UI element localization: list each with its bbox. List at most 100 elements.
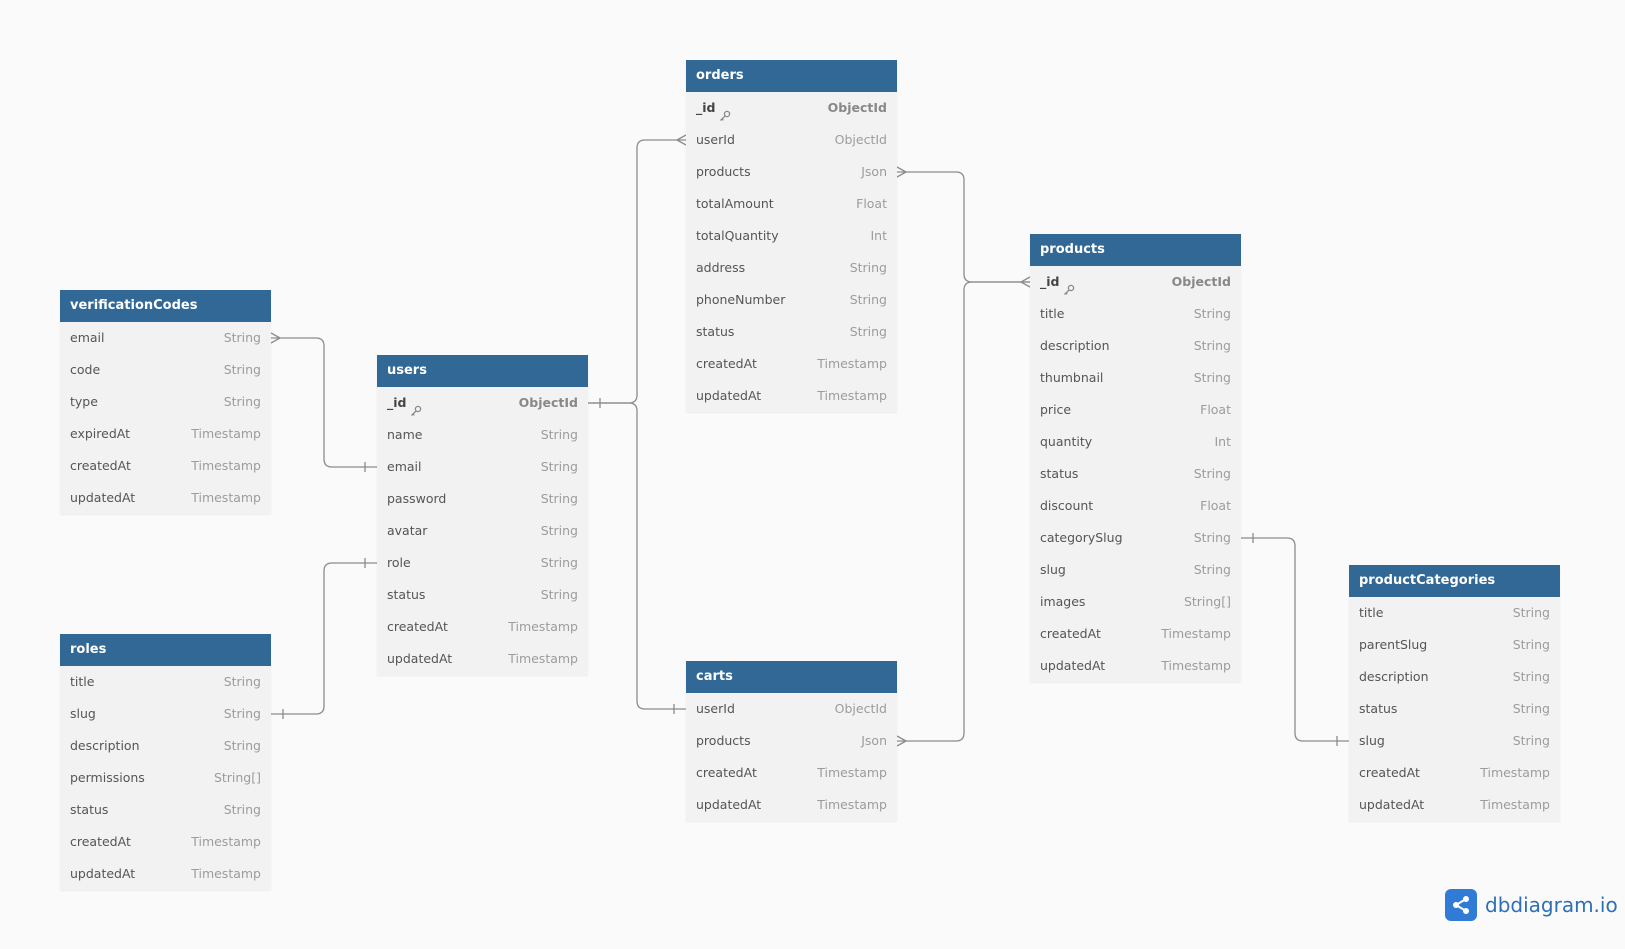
relationship-verification-users[interactable] <box>271 337 377 468</box>
field-name-wrap: updatedAt <box>70 482 135 514</box>
table-header[interactable]: productCategories <box>1349 565 1560 597</box>
relationship-users-carts[interactable] <box>588 402 686 710</box>
relationship-orders-products[interactable] <box>897 171 1030 283</box>
table-header[interactable]: products <box>1030 234 1241 266</box>
field-name-wrap: email <box>70 322 104 354</box>
field-type: Timestamp <box>191 426 261 441</box>
table-header[interactable]: carts <box>686 661 897 693</box>
field-name-wrap: role <box>387 547 411 579</box>
table-header[interactable]: roles <box>60 634 271 666</box>
table-header[interactable]: verificationCodes <box>60 290 271 322</box>
field-type: Timestamp <box>817 388 887 403</box>
many-marker[interactable] <box>896 166 907 178</box>
relationship-users-orders[interactable] <box>588 139 686 404</box>
field-row[interactable]: name String <box>377 419 588 451</box>
field-name: updatedAt <box>1040 658 1106 673</box>
field-name: updatedAt <box>387 651 453 666</box>
field-name-wrap: description <box>1040 330 1110 362</box>
field-type: String <box>1512 669 1550 684</box>
field-name-wrap: name <box>387 419 422 451</box>
many-marker[interactable] <box>270 332 281 344</box>
dbdiagram-brand[interactable]: dbdiagram.io <box>1445 889 1618 921</box>
many-marker[interactable] <box>1020 276 1031 288</box>
field-type: ObjectId <box>827 100 887 115</box>
relationship-products-categories[interactable] <box>1241 537 1349 742</box>
relationship-roles-users[interactable] <box>271 562 377 715</box>
many-marker[interactable] <box>896 735 907 747</box>
table-header[interactable]: orders <box>686 60 897 92</box>
field-name-wrap: code <box>70 354 100 386</box>
field-name: createdAt <box>70 834 131 849</box>
relationship-carts-products[interactable] <box>897 281 1030 742</box>
many-marker[interactable] <box>676 134 687 146</box>
field-type: String <box>540 427 578 442</box>
field-name-wrap: updatedAt <box>696 789 761 821</box>
field-row[interactable]: updatedAt Timestamp <box>1030 650 1241 682</box>
field-type: Timestamp <box>1161 658 1231 673</box>
table-header[interactable]: users <box>377 355 588 387</box>
